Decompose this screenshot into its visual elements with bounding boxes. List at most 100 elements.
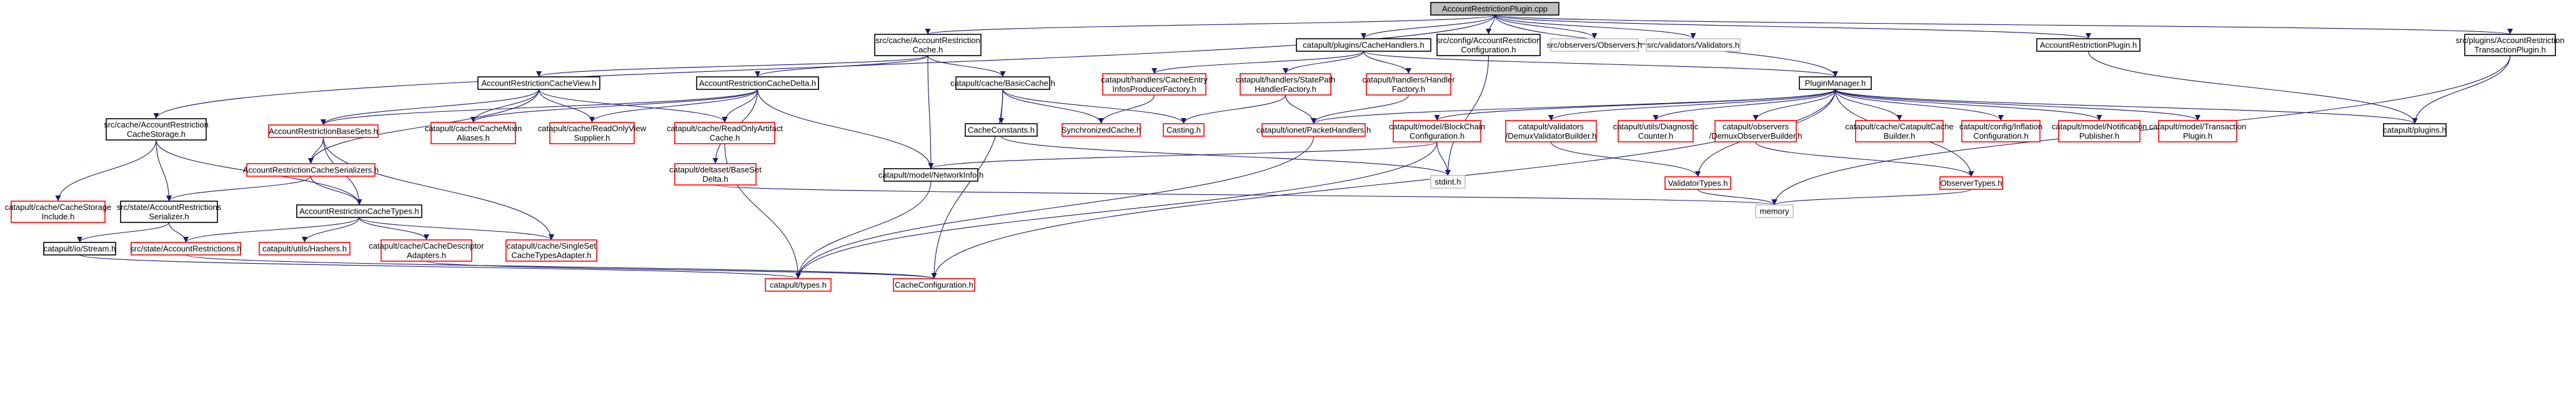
node-entry-infos[interactable]: catapult/handlers/CacheEntryInfosProduce… (1101, 73, 1208, 96)
edge-cache-handlers-to-plugin-manager (1363, 51, 1838, 77)
node-label: catapult/handlers/CacheEntry (1101, 75, 1208, 84)
node-box (955, 76, 1050, 90)
node-demux-observer[interactable]: catapult/observers/DemuxObserverBuilder.… (1709, 120, 1803, 142)
edge-cache-types-to-descriptor-adapters (359, 217, 429, 241)
edge-demux-validator-to-validator-types (1550, 141, 1701, 177)
node-box (1664, 176, 1731, 190)
node-layer: AccountRestrictionPlugin.cpp src/cache/Ac… (5, 2, 2565, 292)
node-label: Delta.h (702, 174, 728, 184)
edge-cache-delta-to-readonly-artifact (722, 89, 758, 123)
node-box (1296, 38, 1431, 52)
edge-plugin-manager-to-notification-pub (1834, 89, 2102, 121)
node-transaction-plugin[interactable]: catapult/model/TransactionPlugin.h (2149, 120, 2247, 142)
node-cache-h[interactable]: src/cache/AccountRestrictionCache.h (874, 34, 982, 56)
node-box (1714, 120, 1797, 142)
node-box (893, 278, 975, 292)
edge-plugin-manager-to-blockchain-config (1434, 89, 1836, 121)
node-box (296, 204, 422, 218)
node-label: catapult/cache/CacheDescriptor (369, 241, 484, 251)
node-observers[interactable]: src/observers/Observers.h (1547, 38, 1642, 52)
node-box (131, 242, 241, 256)
edge-config-h-to-stdint (1445, 55, 1489, 176)
node-validators[interactable]: src/validators/Validators.h (1646, 38, 1741, 52)
edge-basic-cache-to-sync-cache (1002, 89, 1104, 124)
edge-base-sets-to-singleset (322, 137, 554, 241)
node-label: Adapters.h (407, 251, 446, 260)
node-handler-factory[interactable]: catapult/handlers/HandlerFactory.h (1362, 73, 1455, 96)
node-types[interactable]: catapult/types.h (765, 278, 832, 292)
node-box (2383, 123, 2447, 137)
node-box (1855, 120, 1944, 142)
node-base-sets[interactable]: AccountRestrictionBaseSets.h (268, 124, 379, 138)
edge-cache-delta-to-readonly-view (589, 89, 758, 123)
node-plugin-h[interactable]: AccountRestrictionPlugin.h (2036, 38, 2141, 52)
node-cache-handlers[interactable]: catapult/plugins/CacheHandlers.h (1296, 38, 1431, 52)
node-config-h[interactable]: src/config/AccountRestrictionConfigurati… (1436, 34, 1541, 56)
node-state-path[interactable]: catapult/handlers/StatePathHandlerFactor… (1236, 73, 1336, 96)
node-validator-types[interactable]: ValidatorTypes.h (1664, 176, 1731, 190)
node-label: catapult/cache/CatapultCache (1845, 122, 1953, 131)
node-state-serializer[interactable]: src/state/AccountRestrictionsSerializer.… (117, 201, 222, 223)
node-label: /DemuxValidatorBuilder.h (1506, 131, 1597, 141)
node-cache-view[interactable]: AccountRestrictionCacheView.h (477, 76, 600, 90)
node-label: catapult/utils/Hashers.h (262, 244, 347, 254)
node-box (1436, 34, 1541, 56)
node-label: src/plugins/AccountRestriction (2455, 36, 2564, 45)
node-sync-cache[interactable]: SynchronizedCache.h (1062, 123, 1141, 137)
edge-network-info-to-types (795, 181, 932, 279)
node-label: AccountRestrictionPlugin.cpp (1442, 4, 1548, 14)
node-label: AccountRestrictionCacheSerializers.h (243, 166, 379, 175)
edge-plugin-manager-to-diag-counter (1653, 89, 1836, 121)
node-box (1102, 73, 1206, 96)
edge-state-serializer-to-state-restrictions (168, 222, 189, 243)
node-stdint[interactable]: stdint.h (1430, 175, 1466, 189)
node-network-info[interactable]: catapult/model/NetworkInfo.h (878, 168, 983, 182)
node-box (965, 123, 1038, 137)
node-label: catapult/model/Transaction (2149, 122, 2247, 131)
node-box (477, 76, 600, 90)
node-demux-validator[interactable]: catapult/validators/DemuxValidatorBuilde… (1505, 120, 1597, 142)
node-observer-types[interactable]: ObserverTypes.h (1939, 176, 2003, 190)
node-casting[interactable]: Casting.h (1163, 123, 1205, 137)
node-box (505, 239, 597, 262)
node-memory[interactable]: memory (1755, 204, 1794, 218)
node-root[interactable]: AccountRestrictionPlugin.cpp (1430, 2, 1559, 16)
node-plugins-h[interactable]: catapult/plugins.h (2383, 123, 2447, 137)
node-box (1618, 120, 1694, 142)
node-basic-cache[interactable]: catapult/cache/BasicCache.h (950, 76, 1055, 90)
node-cache-constants[interactable]: CacheConstants.h (965, 123, 1038, 137)
node-cache-delta[interactable]: AccountRestrictionCacheDelta.h (696, 76, 819, 90)
edge-cache-delta-to-network-info (757, 89, 934, 169)
node-cache-types[interactable]: AccountRestrictionCacheTypes.h (296, 204, 422, 218)
node-tx-plugin[interactable]: src/plugins/AccountRestrictionTransactio… (2455, 34, 2565, 56)
node-cache-configuration[interactable]: CacheConfiguration.h (893, 278, 975, 292)
node-label: AccountRestrictionCacheDelta.h (699, 79, 816, 88)
node-state-restrictions[interactable]: src/state/AccountRestrictions.h (130, 242, 242, 256)
node-serializers[interactable]: AccountRestrictionCacheSerializers.h (243, 163, 379, 177)
node-cache-storage[interactable]: src/cache/AccountRestrictionCacheStorage… (104, 118, 209, 141)
edge-cache-h-to-basic-cache (927, 55, 1006, 77)
node-packet-handlers[interactable]: catapult/ionet/PacketHandlers.h (1256, 123, 1371, 137)
node-plugin-manager[interactable]: PluginManager.h (1799, 76, 1872, 90)
node-box (2158, 120, 2237, 142)
node-label: src/cache/AccountRestriction (104, 120, 209, 129)
edge-cache-constants-to-stdint (1000, 136, 1451, 176)
node-singleset[interactable]: catapult/cache/SingleSetCacheTypesAdapte… (505, 239, 597, 262)
edge-cache-view-to-readonly-artifact (538, 89, 728, 123)
node-label: Serializer.h (149, 212, 189, 221)
edge-root-to-tx-plugin (1494, 14, 2513, 35)
edge-cache-h-to-network-info (927, 55, 934, 169)
node-hashers[interactable]: catapult/utils/Hashers.h (259, 242, 351, 256)
node-stream[interactable]: catapult/io/Stream.h (43, 242, 116, 256)
